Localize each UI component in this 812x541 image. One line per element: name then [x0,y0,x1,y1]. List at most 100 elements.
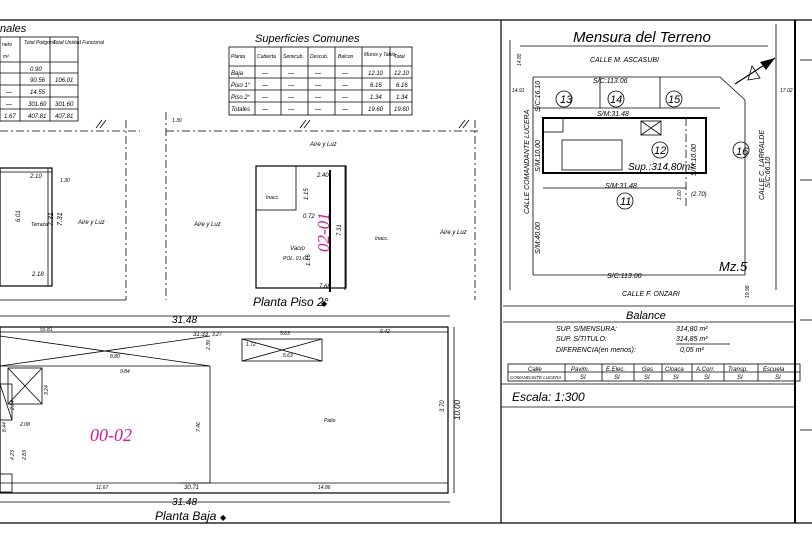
balance-r2-value: 0,05 m² [680,347,704,354]
lot-12: 12 [654,145,666,157]
common-surfaces-table: Superficies Comunes Planta Cubierta Semi… [228,33,413,116]
common-h1: Cubierta [257,54,276,60]
common-r1c0: Piso 1° [231,83,251,89]
p2-aire-luz-top: Aire y Luz [309,142,337,148]
p2-d731: 7.31 [337,224,343,236]
mensura-section: Mensura del Terreno CALLE M. ASCASUBI CA… [509,24,793,298]
common-r0c3: — [314,71,322,77]
pb-d1167: 11.67 [96,485,108,491]
common-r1c4: — [341,83,349,89]
left-table-h1: Total Poligono [24,40,56,46]
left-table-r4c2: 407.81 [55,114,73,120]
p2-inacc-1: Inacc. [266,195,279,201]
left-table-h-unit: m² [3,54,9,60]
p2-d240: 2.40 [316,173,329,179]
ul-aire-luz: Aire y Luz [77,220,105,226]
left-table-r2c0: — [5,90,13,96]
lot-14: 14 [610,94,622,106]
street-top: CALLE M. ASCASUBI [590,57,659,64]
ul-d731: 7.31 [48,212,55,226]
svc-r4: SI [673,375,679,381]
svc-r3: SI [644,375,650,381]
common-r3c6: 19.60 [394,107,410,113]
left-table-r0c1: 0.90 [30,67,42,73]
common-r0c0: Baja [231,71,244,77]
pb-d254: 2.54 [10,400,16,411]
left-table-r3c0: — [5,102,13,108]
street-left: CALLE COMANDANTE LUCERA [524,109,531,214]
ul-terraza: Terraza [31,222,48,228]
common-h3: Descub. [310,54,328,60]
common-table-title: Superficies Comunes [255,33,360,45]
pb-d239: 2.39 [206,340,212,351]
pb-bottom-total: 31.48 [172,497,197,508]
p2-aire-luz-right: Aire y Luz [439,230,467,236]
p2-aire-luz-left: Aire y Luz [193,222,221,228]
common-r0c2: — [287,71,295,77]
n-160: 1.60 [677,190,683,200]
lot-sup: Sup.:314,80m² [628,162,694,173]
ul-d130: 1.30 [60,178,70,184]
balance-r1-label: SUP. S/TITULO: [556,336,607,343]
scale-label: Escala: 1:300 [512,390,585,404]
svc-h3: Gas [642,367,653,373]
sc-bottom: S/C:113.00 [607,273,642,280]
left-table-r1c1: 90.56 [30,78,46,84]
common-r2c4: — [341,95,349,101]
upper-left-plan: 2.10 1.30 6.01 Terraza 7.31 7.31 Aire y … [0,119,140,301]
pb-d880: 8.80 [110,354,120,360]
common-h0: Planta [231,54,245,60]
common-h6: Total [394,54,406,60]
svc-r0: COMANDANTE LUCERA [510,375,562,380]
ul-d731b: 7.31 [57,212,64,226]
n-1485: 14.85 [517,53,523,66]
right-edge-ticks [800,59,812,431]
common-h5: Muros y Tabiq. [364,52,397,58]
common-r1c3: — [314,83,322,89]
svc-h2: E.Elec. [606,367,625,373]
common-h4: Balcon [338,54,354,60]
common-r1c5: 6.16 [370,83,382,89]
plan-baja: 31.48 55.81 31.33 3.27 5.63 6.42 8.80 5.… [0,315,462,523]
p2-vacio: Vacio [290,246,305,252]
p2-d768: 7.68 [319,284,331,290]
common-r3c1: — [261,107,269,113]
street-bottom: CALLE F. ONZARI [622,291,680,298]
common-r1c2: — [287,83,295,89]
pb-unit-label: 00-02 [90,425,132,445]
common-r2c3: — [314,95,322,101]
pb-d1486: 14.86 [318,485,331,491]
balance-section: Balance SUP. S/MENSURA: 314,80 m² SUP. S… [503,305,795,354]
common-r3c5: 19.60 [368,107,384,113]
common-r3c2: — [287,107,295,113]
svc-h5: A.Corr. [695,367,715,373]
common-r1c6: 6.16 [396,83,408,89]
p2-level-icon: ◆ [321,299,328,308]
balance-title: Balance [626,310,666,322]
n-1491: 14.91 [512,88,525,94]
pb-d563b: 5.63 [283,353,293,359]
sc-top: S/C:113.06 [593,78,628,85]
left-table-r2c1: 14.55 [30,90,46,96]
n-1998: 19.98 [745,285,751,298]
pb-title: Planta Baja [155,509,217,523]
pb-d642: 6.42 [380,329,390,335]
sheet-frame [0,19,812,524]
pb-d327: 3.27 [212,332,222,338]
svc-h0: Calle [528,367,542,373]
left-table-r4c1: 407.81 [28,114,46,120]
svc-r2: SI [614,375,620,381]
common-r2c5: 1.34 [370,95,382,101]
plan-piso-2: 1.30 Aire y Luz Aire y Luz Aire y Luz In… [165,112,478,309]
common-h2: Semicub. [283,54,304,60]
left-1610: S/C:16.10 [535,81,542,112]
svc-r6: SI [737,375,743,381]
pb-d844: 8.44 [2,422,8,432]
svc-r5: SI [704,375,710,381]
n-270: (2.70) [691,192,707,198]
balance-r0-label: SUP. S/MENSURA: [556,326,617,333]
balance-r1-value: 314,85 m² [676,336,708,343]
svc-h7: Escuela [763,367,785,373]
p2-d115: 1.15 [304,188,310,200]
lot-16: 16 [736,146,749,158]
